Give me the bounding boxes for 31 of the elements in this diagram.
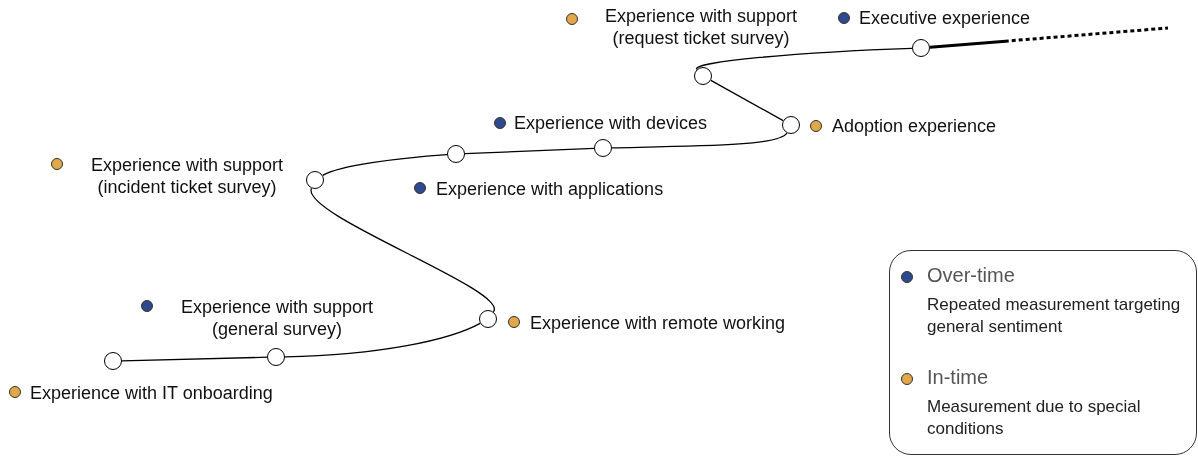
milestone-label: Experience with support (request ticket survey) [603, 5, 799, 49]
milestone-circle [912, 39, 930, 57]
milestone-circle [267, 348, 285, 366]
legend-title: In-time [927, 366, 989, 389]
legend-description: Measurement due to special conditions [927, 396, 1142, 440]
path-line [710, 79, 784, 122]
milestone-label: Experience with support (incident ticket survey) [89, 154, 285, 198]
milestone-circle [694, 67, 712, 85]
path-line [929, 26, 1169, 49]
milestone-circle [104, 352, 122, 370]
milestone-circle [782, 116, 800, 134]
milestone-label: Experience with applications [436, 178, 664, 200]
milestone-label: Experience with devices [514, 112, 708, 134]
path-line [611, 132, 788, 149]
milestone-label: Adoption experience [832, 115, 997, 137]
path-line [696, 47, 913, 71]
milestone-circle [594, 139, 612, 157]
milestone-label: Experience with IT onboarding [30, 382, 273, 404]
legend-title: Over-time [927, 264, 1015, 287]
path-line [322, 154, 448, 176]
milestone-label: Experience with support (general survey) [179, 296, 375, 340]
path-line [121, 356, 268, 362]
path-line [284, 322, 481, 358]
milestone-circle [479, 310, 497, 328]
milestone-circle [306, 171, 324, 189]
milestone-circle [447, 145, 465, 163]
milestone-label: Experience with remote working [530, 312, 786, 334]
milestone-label: Executive experience [859, 7, 1031, 29]
legend-description: Repeated measurement targeting general sentiment [927, 294, 1182, 338]
path-line [310, 187, 495, 313]
path-line [464, 147, 595, 155]
